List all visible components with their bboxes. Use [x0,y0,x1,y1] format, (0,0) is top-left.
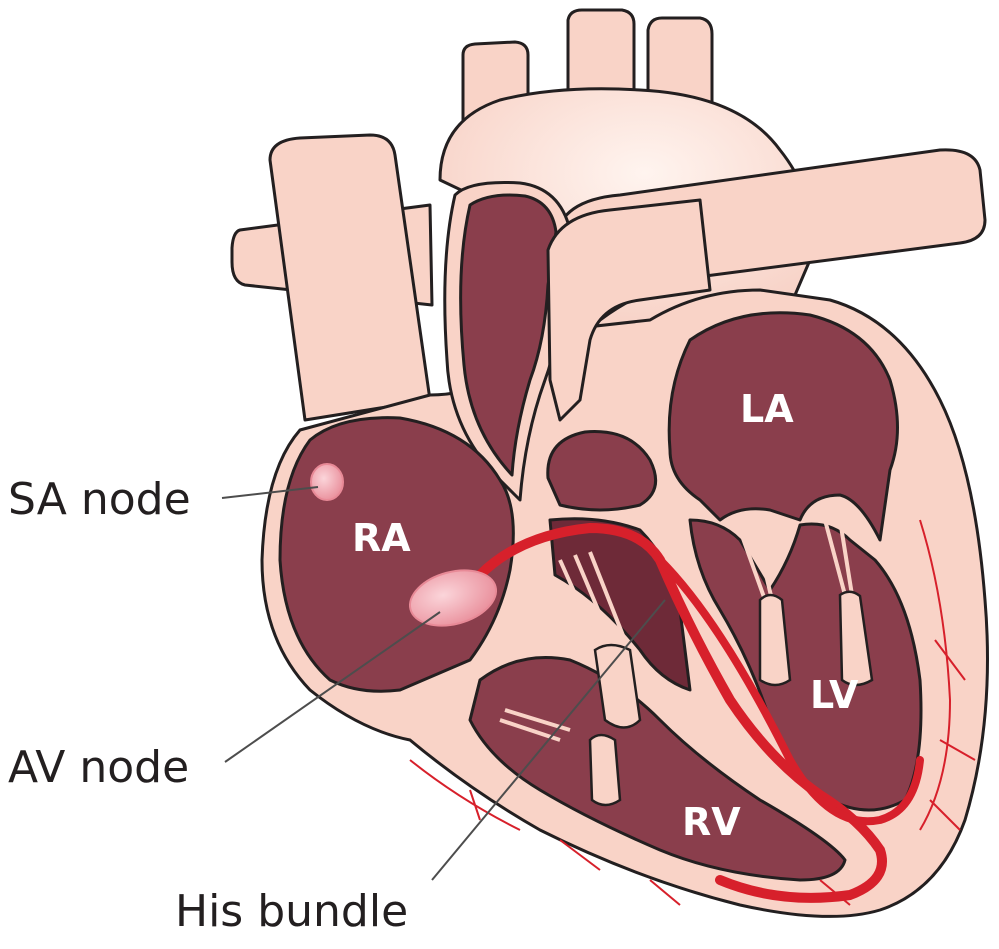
label-his-bundle: His bundle [175,886,408,937]
superior-vena-cava [270,135,430,420]
chamber-label-la: LA [740,387,794,431]
chamber-label-rv: RV [682,800,741,844]
chamber-label-lv: LV [810,673,859,717]
sa-node [311,464,343,500]
label-sa-node: SA node [8,474,191,525]
chamber-label-ra: RA [352,516,411,560]
label-av-node: AV node [8,742,189,793]
